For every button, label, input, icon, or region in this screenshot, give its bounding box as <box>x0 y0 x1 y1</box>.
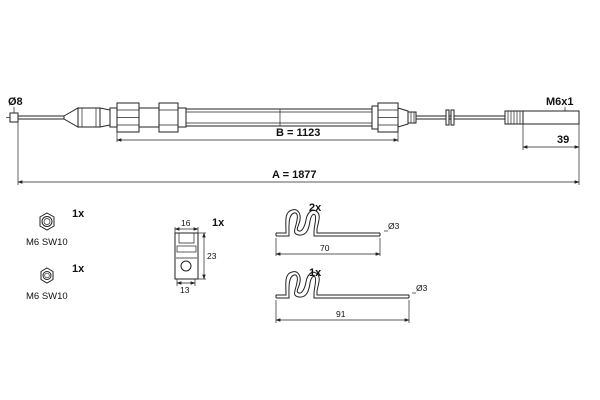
spring-long-length: 91 <box>336 309 346 319</box>
hex-nut-large-icon <box>39 212 55 231</box>
nut-small: 1x M6 SW10 <box>26 263 85 302</box>
cable-sleeve-taper <box>63 107 79 128</box>
cable-left-eyelet <box>9 112 19 123</box>
brake-cable-assembly <box>6 102 580 133</box>
clip-height-label: 23 <box>207 251 217 261</box>
spring-short-diameter: Ø3 <box>388 221 400 231</box>
thread-spec-label: M6x1 <box>546 96 574 108</box>
retaining-clip: 16 1x 23 13 <box>174 217 225 295</box>
spring-long-qty: 1x <box>309 267 322 279</box>
left-end-diameter-label: Ø8 <box>8 96 23 108</box>
nut-small-qty: 1x <box>72 263 85 275</box>
clip-bottom-label: 13 <box>180 285 190 295</box>
nut-large: 1x M6 SW10 <box>26 208 85 248</box>
cable-conduit <box>185 108 373 127</box>
spring-clip-short: 2x Ø3 70 <box>275 202 400 256</box>
clip-icon <box>174 232 199 280</box>
clip-width-label: 16 <box>181 218 191 228</box>
spring-short-icon <box>275 209 381 237</box>
dimension-thread-length: 39 <box>522 134 580 149</box>
spring-short-length: 70 <box>320 243 330 253</box>
clip-qty: 1x <box>212 217 225 229</box>
nut-large-qty: 1x <box>72 208 85 220</box>
cable-washer <box>445 109 450 126</box>
dimension-a-label: A = 1877 <box>272 169 317 181</box>
spring-short-qty: 2x <box>309 202 322 214</box>
dimension-b: B = 1123 <box>116 127 399 142</box>
nut-large-label: M6 SW10 <box>26 237 68 248</box>
spring-long-icon <box>275 271 410 299</box>
spring-clip-long: 1x Ø3 91 <box>275 267 428 323</box>
nut-small-label: M6 SW10 <box>26 291 68 302</box>
dimension-b-label: B = 1123 <box>276 127 320 139</box>
dimension-a: A = 1877 <box>17 169 580 184</box>
dimension-thread-length-label: 39 <box>557 134 569 146</box>
hex-fitting-middle <box>158 102 179 133</box>
spring-long-diameter: Ø3 <box>416 283 428 293</box>
hex-nut-small-icon <box>40 267 54 284</box>
